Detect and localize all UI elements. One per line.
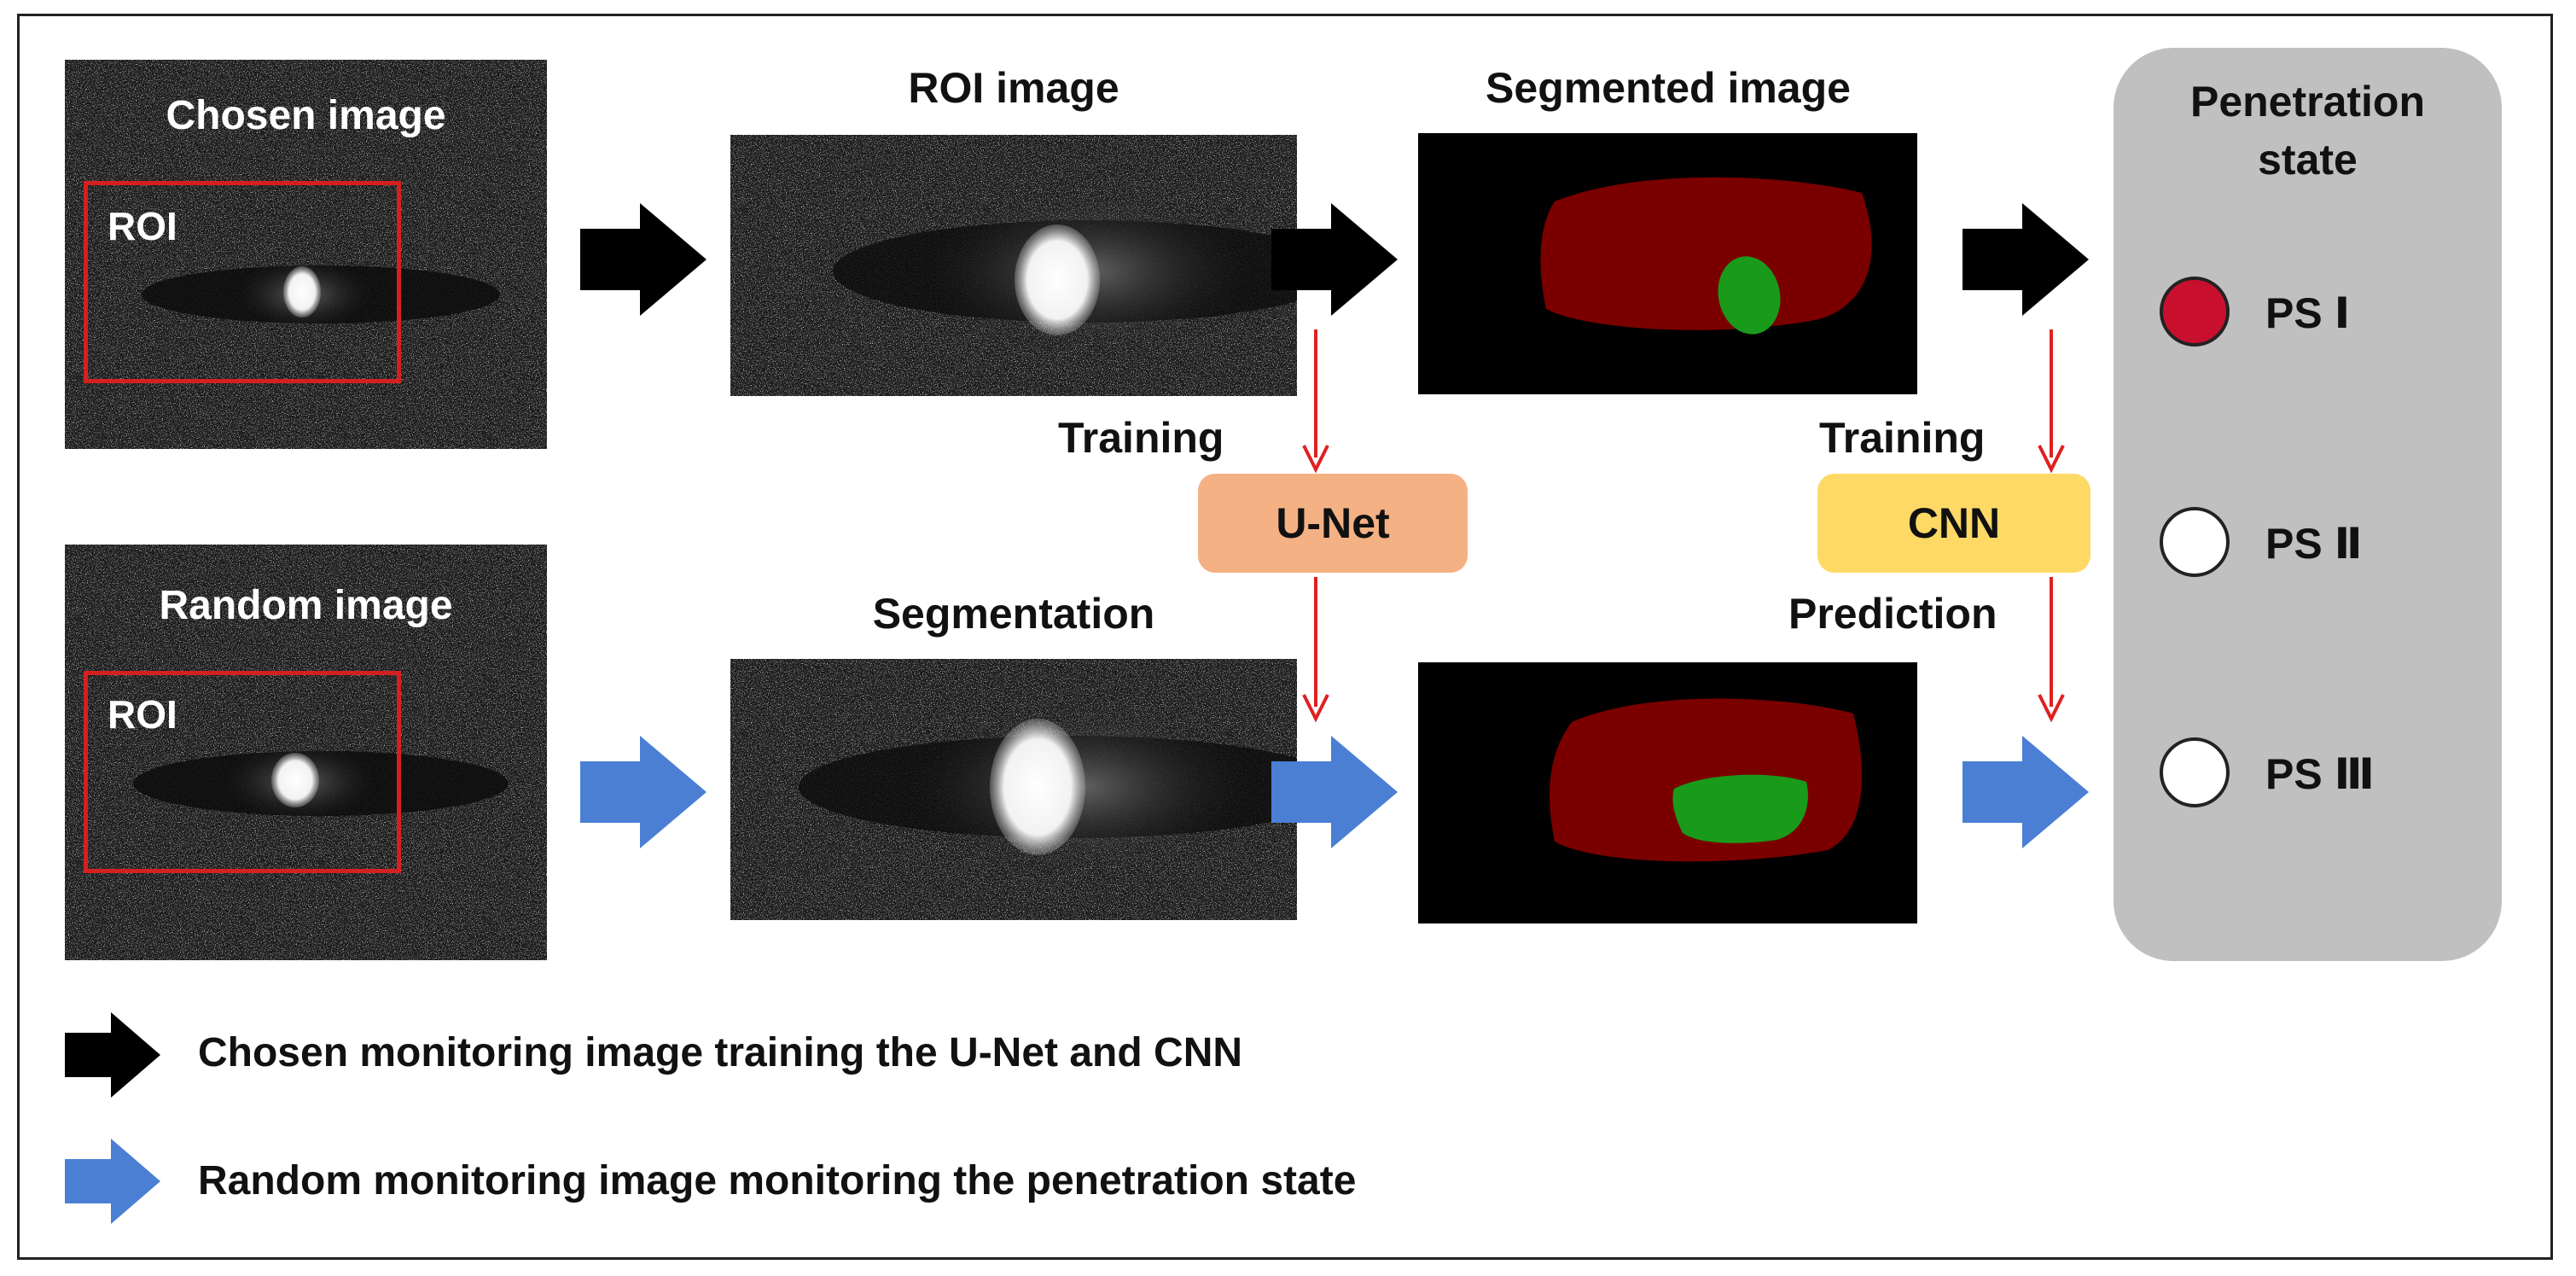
segmented-image-title: Segmented image [1486,64,1851,112]
penetration-state-title-line2: state [2258,136,2358,184]
chosen-image [65,60,547,449]
red-arrow-icon [1302,577,1329,723]
ps-indicator-2 [2160,507,2230,577]
black-arrow-icon [1963,203,2089,316]
unet-box: U-Net [1198,474,1468,573]
legend-blue-arrow-icon [65,1139,160,1224]
random-image-title: Random image [159,583,453,628]
penetration-state-panel: Penetration state PS Ⅰ PS Ⅱ PS Ⅲ [2114,48,2502,961]
blue-arrow-icon [1271,736,1398,848]
random-image [65,545,547,960]
legend-text-chosen: Chosen monitoring image training the U-N… [198,1030,1243,1075]
red-arrow-icon [2038,577,2065,723]
ps-label-1: PS Ⅰ [2265,289,2351,337]
roi-label-random: ROI [108,692,177,737]
chosen-image-title: Chosen image [166,93,446,138]
legend-black-arrow-icon [65,1012,160,1098]
red-arrow-icon [1302,329,1329,474]
ps-label-3: PS Ⅲ [2265,750,2375,798]
figure-frame [17,14,2553,1260]
blue-arrow-icon [1963,736,2089,848]
roi-image-title: ROI image [908,64,1119,112]
penetration-state-title-line1: Penetration [2189,78,2426,125]
legend-text-random: Random monitoring image monitoring the p… [198,1158,1357,1203]
roi-image-random [730,659,1297,920]
red-arrow-icon [2038,329,2065,474]
prediction-label: Prediction [1788,590,1997,638]
segmented-image [1418,133,1917,394]
roi-image [730,135,1297,396]
training-label-cnn: Training [1819,414,1986,462]
roi-label-chosen: ROI [108,204,177,248]
black-arrow-icon [1271,203,1398,316]
ps-label-2: PS Ⅱ [2265,520,2363,568]
black-arrow-icon [580,203,707,316]
cnn-box: CNN [1817,474,2090,573]
training-label-unet: Training [1058,414,1224,462]
ps-indicator-1 [2160,277,2230,347]
roi-box-chosen [84,181,401,383]
ps-indicator-3 [2160,737,2230,807]
blue-arrow-icon [580,736,707,848]
roi-box-random [84,671,401,873]
segmented-image-random [1418,662,1917,923]
segmentation-label: Segmentation [872,590,1155,638]
